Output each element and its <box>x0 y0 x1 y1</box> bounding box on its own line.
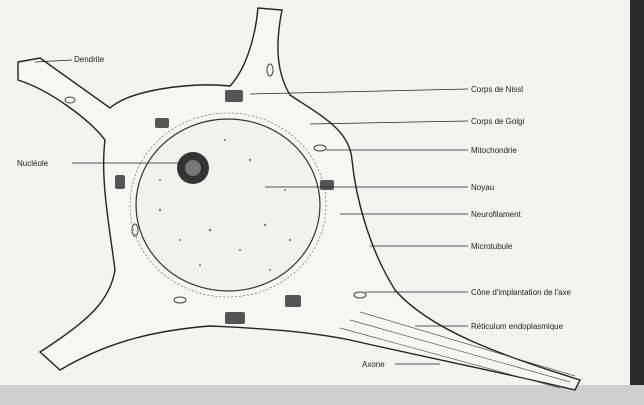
label-dendrite: Dendrite <box>74 55 105 64</box>
label-reticulum: Réticulum endoplasmique <box>471 322 564 331</box>
label-axone: Axone <box>362 360 385 369</box>
label-microtubule: Microtubule <box>471 242 513 251</box>
label-corps-nissl: Corps de Nissl <box>471 85 523 94</box>
nucleolus-center <box>185 160 201 176</box>
nucleus <box>136 119 320 291</box>
page-bottom-edge <box>0 385 644 405</box>
label-noyau: Noyau <box>471 183 494 192</box>
label-cone: Cône d'implantation de l'axe <box>471 288 572 297</box>
label-nucleole: Nucléole <box>17 159 49 168</box>
label-neurofilament: Neurofilament <box>471 210 522 219</box>
page-edge <box>630 0 644 405</box>
label-corps-golgi: Corps de Golgi <box>471 117 525 126</box>
label-mitochondrie: Mitochondrie <box>471 146 517 155</box>
